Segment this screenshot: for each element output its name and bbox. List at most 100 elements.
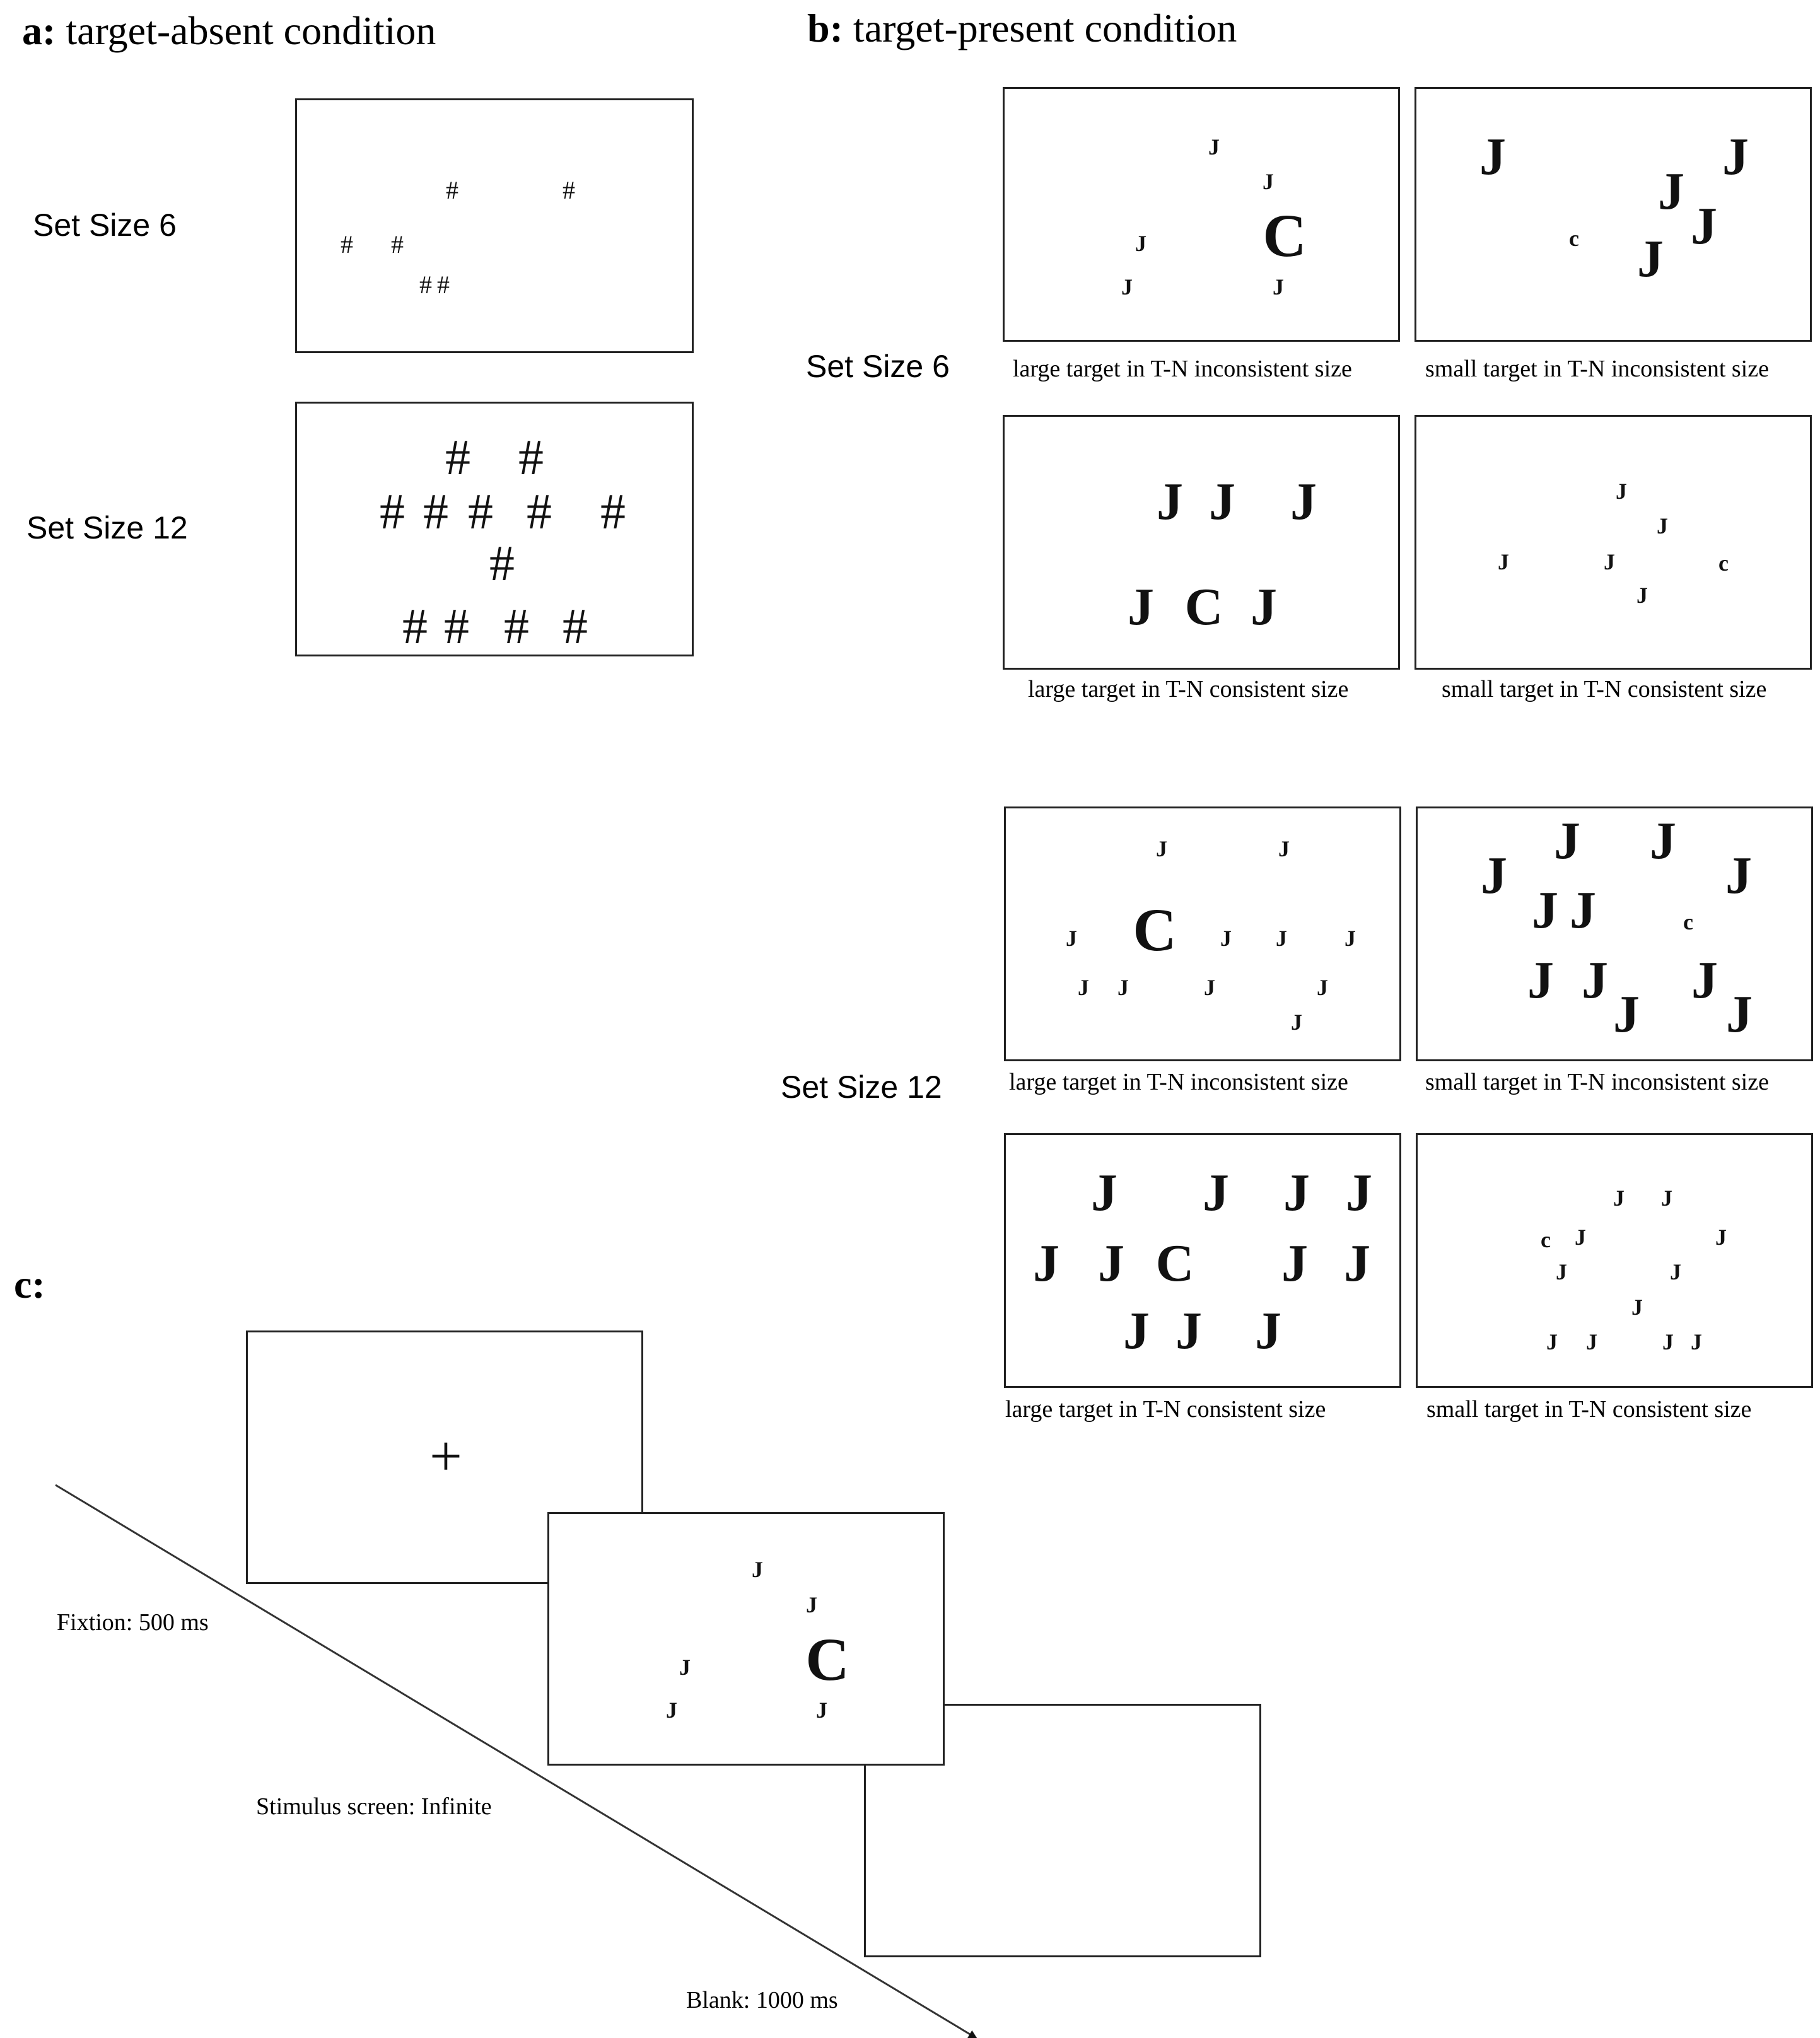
distractor-letter: J <box>1209 472 1235 531</box>
hash-symbol: # <box>437 271 450 299</box>
panel-b-set-size-12-label: Set Size 12 <box>781 1069 942 1105</box>
hash-symbol: # <box>504 599 529 655</box>
distractor-letter: J <box>1175 1301 1202 1360</box>
panel-a-title-text: target-absent condition <box>66 8 436 53</box>
distractor-letter: J <box>1637 230 1664 288</box>
caption-ss6-large-consistent: large target in T-N consistent size <box>1028 676 1349 702</box>
distractor-letter: J <box>1570 881 1596 940</box>
distractor-letter: J <box>1481 846 1507 905</box>
ss12-small-inconsistent-display: J J J J J J c J J J J J <box>1416 806 1813 1061</box>
distractor-letter: J <box>1658 162 1684 221</box>
target-letter: C <box>1263 202 1307 269</box>
distractor-letter: J <box>1582 951 1608 1010</box>
distractor-letter: J <box>1554 812 1580 870</box>
distractor-letter: J <box>666 1697 677 1723</box>
target-letter: c <box>1683 909 1693 935</box>
distractor-letter: J <box>1498 549 1509 574</box>
hash-symbol: # <box>600 484 626 540</box>
hash-symbol: # <box>518 430 544 486</box>
hash-symbol: # <box>380 484 405 540</box>
ss6-small-inconsistent-display: J J J J c J <box>1415 87 1812 342</box>
distractor-letter: J <box>1691 951 1718 1010</box>
target-letter: c <box>1569 226 1579 251</box>
distractor-letter: J <box>1273 274 1284 300</box>
panel-c-letter: c: <box>14 1262 45 1307</box>
distractor-letter: J <box>1283 1163 1310 1222</box>
distractor-letter: J <box>1123 1301 1150 1360</box>
hash-symbol: # <box>489 536 515 591</box>
distractor-letter: J <box>1346 1163 1372 1222</box>
distractor-letter: J <box>1278 836 1290 861</box>
panel-a-set-size-12-label: Set Size 12 <box>26 510 188 545</box>
distractor-letter: J <box>1281 1234 1308 1293</box>
distractor-letter: J <box>1091 1163 1117 1222</box>
hash-symbol: # <box>445 430 470 486</box>
distractor-letter: J <box>1657 513 1668 539</box>
target-letter: c <box>1541 1227 1551 1252</box>
hash-symbol: # <box>446 176 458 204</box>
distractor-letter: J <box>1078 975 1089 1000</box>
hash-symbol: # <box>423 484 448 540</box>
panel-b-set-size-6-label: Set Size 6 <box>806 349 950 384</box>
distractor-letter: J <box>1208 134 1220 160</box>
distractor-letter: J <box>1715 1225 1727 1250</box>
hash-symbol: # <box>563 176 575 204</box>
hash-symbol: # <box>419 271 432 299</box>
distractor-letter: J <box>1726 985 1753 1044</box>
stimulus-duration-label: Stimulus screen: Infinite <box>256 1793 492 1820</box>
absent-set-size-12-display: # # # # # # # # # # # # <box>295 402 694 656</box>
target-letter: c <box>1718 550 1729 576</box>
distractor-letter: J <box>1650 812 1676 870</box>
distractor-letter: J <box>1575 1225 1586 1250</box>
distractor-letter: J <box>679 1655 691 1680</box>
target-letter: C <box>805 1626 849 1693</box>
distractor-letter: J <box>1631 1295 1643 1320</box>
distractor-letter: J <box>1345 926 1356 951</box>
distractor-letter: J <box>1479 127 1506 186</box>
distractor-letter: J <box>1604 549 1615 574</box>
distractor-letter: J <box>1546 1329 1558 1354</box>
panel-b-letter: b: <box>807 6 843 50</box>
target-letter: C <box>1133 896 1177 964</box>
distractor-letter: J <box>806 1592 817 1617</box>
ss6-small-consistent-display: J J J J c J <box>1415 415 1812 670</box>
panel-b-title: b: target-present condition <box>807 5 1237 52</box>
distractor-letter: J <box>1135 231 1146 256</box>
ss6-large-consistent-display: J J J J C J <box>1003 415 1400 670</box>
distractor-letter: J <box>1613 985 1640 1044</box>
panel-c-title: c: <box>14 1261 45 1308</box>
distractor-letter: J <box>1156 836 1167 861</box>
blank-duration-label: Blank: 1000 ms <box>686 1987 838 2013</box>
distractor-letter: J <box>1121 274 1133 300</box>
distractor-letter: J <box>1722 127 1749 186</box>
hash-symbol: # <box>563 599 588 655</box>
stimulus-screen: J J J C J J <box>547 1512 945 1766</box>
hash-symbol: # <box>444 599 469 655</box>
distractor-letter: J <box>1251 578 1277 636</box>
target-letter: C <box>1155 1234 1194 1293</box>
fixation-duration-label: Fixtion: 500 ms <box>57 1609 209 1636</box>
distractor-letter: J <box>816 1697 827 1723</box>
distractor-letter: J <box>1317 975 1328 1000</box>
distractor-letter: J <box>1586 1329 1597 1354</box>
panel-a-set-size-6-label: Set Size 6 <box>33 207 177 243</box>
distractor-letter: J <box>1291 1010 1302 1035</box>
distractor-letter: J <box>1691 197 1717 255</box>
caption-ss6-large-inconsistent: large target in T-N inconsistent size <box>1013 356 1352 382</box>
distractor-letter: J <box>1670 1259 1681 1284</box>
caption-ss6-small-consistent: small target in T-N consistent size <box>1442 676 1767 702</box>
distractor-letter: J <box>1613 1185 1625 1211</box>
ss12-large-consistent-display: J J J J J J C J J J J J <box>1004 1133 1401 1388</box>
absent-set-size-6-display: # # # # # # <box>295 98 694 353</box>
panel-a-letter: a: <box>22 8 56 53</box>
distractor-letter: J <box>1157 472 1183 531</box>
distractor-letter: J <box>1290 472 1317 531</box>
fixation-cross: + <box>429 1424 462 1488</box>
panel-b-title-text: target-present condition <box>853 6 1237 50</box>
caption-ss12-large-consistent: large target in T-N consistent size <box>1005 1396 1326 1423</box>
distractor-letter: J <box>1662 1329 1674 1354</box>
caption-ss12-small-consistent: small target in T-N consistent size <box>1426 1396 1752 1423</box>
hash-symbol: # <box>391 230 404 259</box>
distractor-letter: J <box>1276 926 1287 951</box>
distractor-letter: J <box>1098 1234 1124 1293</box>
